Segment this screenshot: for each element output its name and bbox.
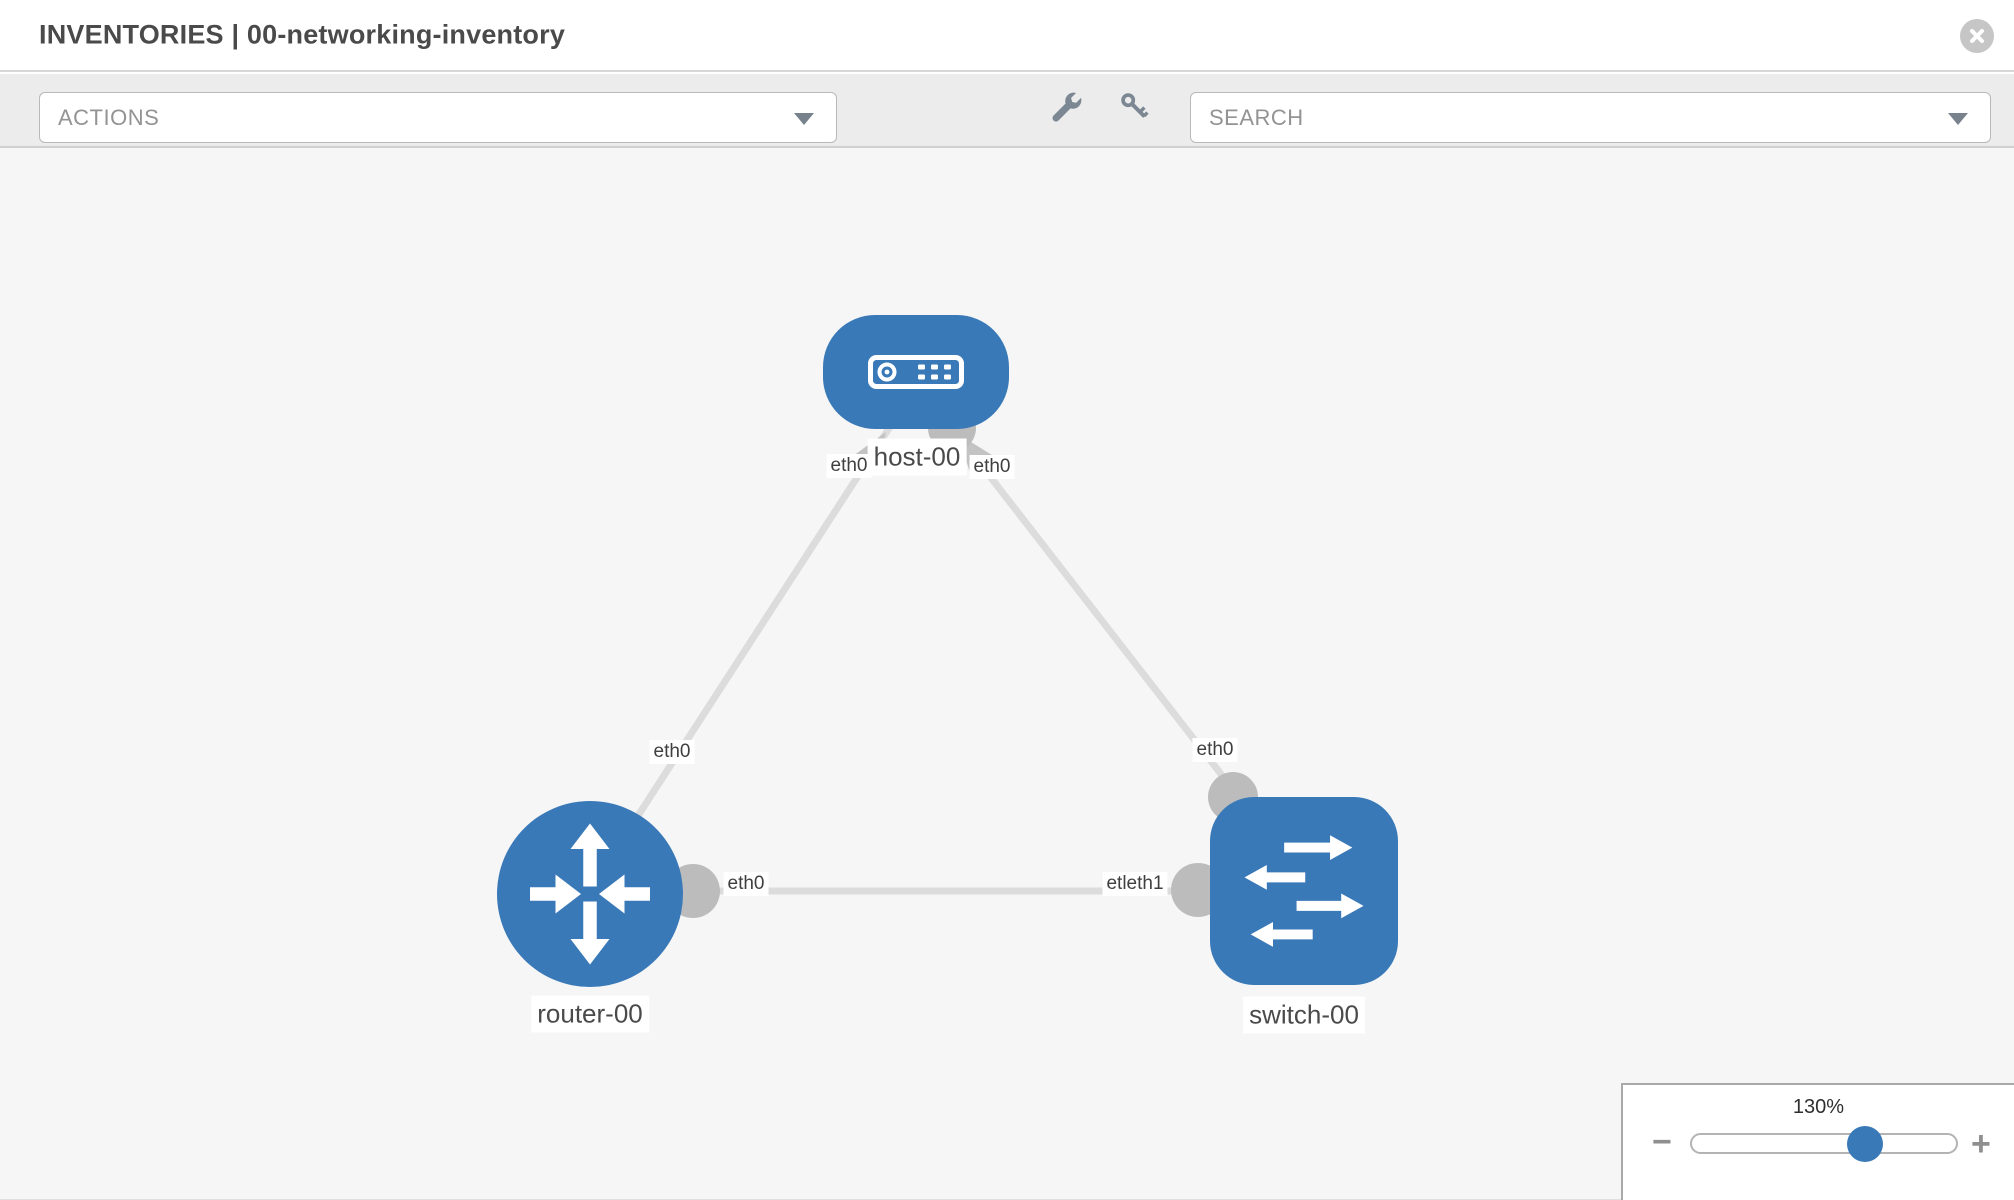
node-switch-00[interactable]: [1210, 797, 1398, 985]
page-title: INVENTORIES | 00-networking-inventory: [39, 19, 566, 50]
zoom-out-button[interactable]: −: [1652, 1123, 1672, 1161]
search-dropdown[interactable]: SEARCH: [1190, 92, 1991, 143]
interface-label: eth0: [826, 454, 872, 478]
node-host-00[interactable]: [823, 315, 1009, 429]
zoom-controls: − +: [1623, 1125, 2014, 1169]
zoom-level: 130%: [1792, 1096, 1845, 1118]
host-icon: [868, 355, 964, 389]
search-dropdown-label: SEARCH: [1209, 104, 1304, 130]
toolbar: ACTIONS SEARCH: [0, 74, 2014, 148]
interface-label: etleth1: [1102, 872, 1168, 896]
topology-canvas[interactable]: host-00 router-00 switch-00 eth0 eth0 et…: [0, 148, 2014, 1200]
interface-label: eth0: [1192, 738, 1238, 762]
interface-label: eth0: [649, 740, 695, 764]
key-button[interactable]: [1115, 88, 1155, 128]
interface-label: eth0: [723, 872, 769, 896]
zoom-slider-track[interactable]: [1690, 1126, 1958, 1162]
actions-dropdown-label: ACTIONS: [58, 104, 160, 130]
node-label-router-00: router-00: [531, 995, 649, 1033]
key-icon: [1121, 92, 1149, 118]
zoom-panel: 130% − +: [1621, 1083, 2014, 1200]
links-layer: [605, 404, 1260, 918]
router-icon: [530, 823, 650, 965]
switch-icon: [1244, 835, 1364, 947]
tools-wrench-button[interactable]: [1047, 88, 1087, 128]
zoom-in-button[interactable]: +: [1971, 1125, 1991, 1163]
link-host-router: [605, 420, 896, 864]
chevron-down-icon: [1948, 112, 1968, 125]
node-router-00[interactable]: [497, 801, 683, 987]
header: INVENTORIES | 00-networking-inventory: [0, 0, 2014, 72]
wrench-icon: [1052, 92, 1082, 121]
close-icon: [1970, 29, 1984, 43]
node-label-switch-00: switch-00: [1243, 996, 1365, 1034]
interface-label: eth0: [969, 455, 1015, 479]
node-label-host-00: host-00: [867, 438, 967, 476]
chevron-down-icon: [794, 112, 814, 125]
close-button[interactable]: [1960, 19, 1994, 53]
zoom-slider-handle[interactable]: [1847, 1126, 1883, 1162]
actions-dropdown[interactable]: ACTIONS: [39, 92, 837, 143]
